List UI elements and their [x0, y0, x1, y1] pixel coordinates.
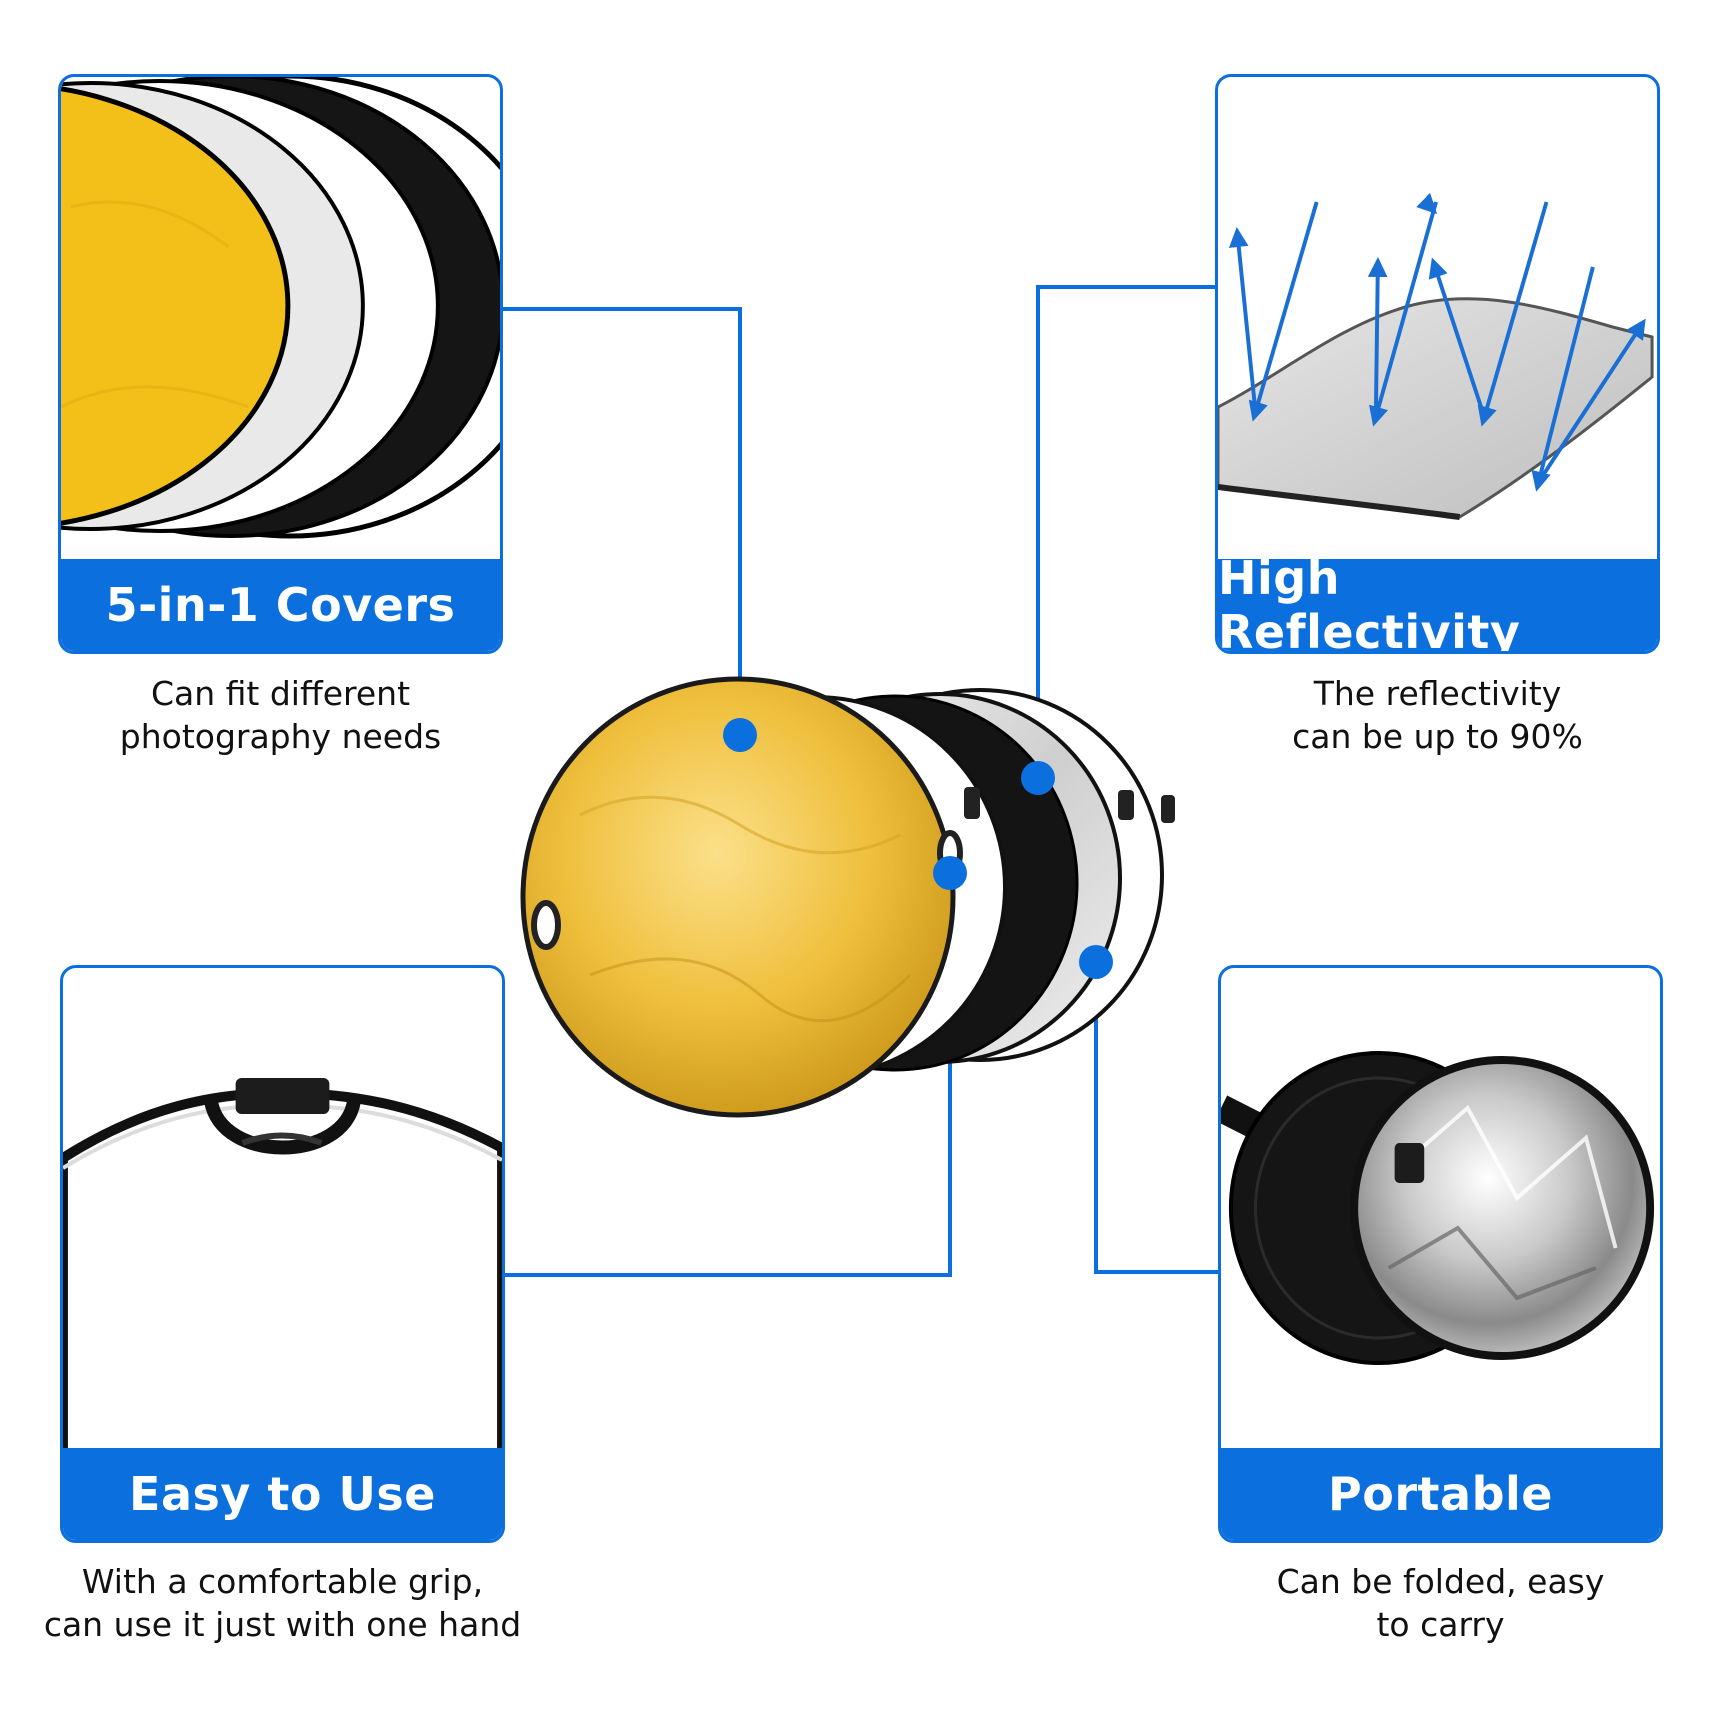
feature-caption-reflectivity: The reflectivity can be up to 90% — [1292, 674, 1583, 756]
feature-caption-covers: Can fit different photography needs — [119, 674, 442, 756]
handle-closeup-image — [63, 968, 502, 1454]
feature-card-easy-to-use: Easy to Use — [60, 965, 505, 1543]
feature-caption-easy-to-use: With a comfortable grip, can use it just… — [43, 1562, 522, 1644]
reflection-diagram-image — [1218, 77, 1657, 565]
feature-title-portable: Portable — [1221, 1448, 1660, 1540]
center-reflector-image — [520, 676, 1175, 1118]
stacked-covers-image — [61, 77, 500, 565]
feature-title-reflectivity: High Reflectivity — [1218, 551, 1657, 651]
feature-title-covers: 5-in-1 Covers — [61, 559, 500, 651]
feature-card-reflectivity: High Reflectivity — [1215, 74, 1660, 654]
feature-caption-portable: Can be folded, easy to carry — [1276, 1562, 1605, 1644]
feature-card-covers: 5-in-1 Covers — [58, 74, 503, 654]
folded-reflector-image — [1221, 968, 1660, 1454]
feature-title-easy-to-use: Easy to Use — [63, 1448, 502, 1540]
feature-card-portable: Portable — [1218, 965, 1663, 1543]
